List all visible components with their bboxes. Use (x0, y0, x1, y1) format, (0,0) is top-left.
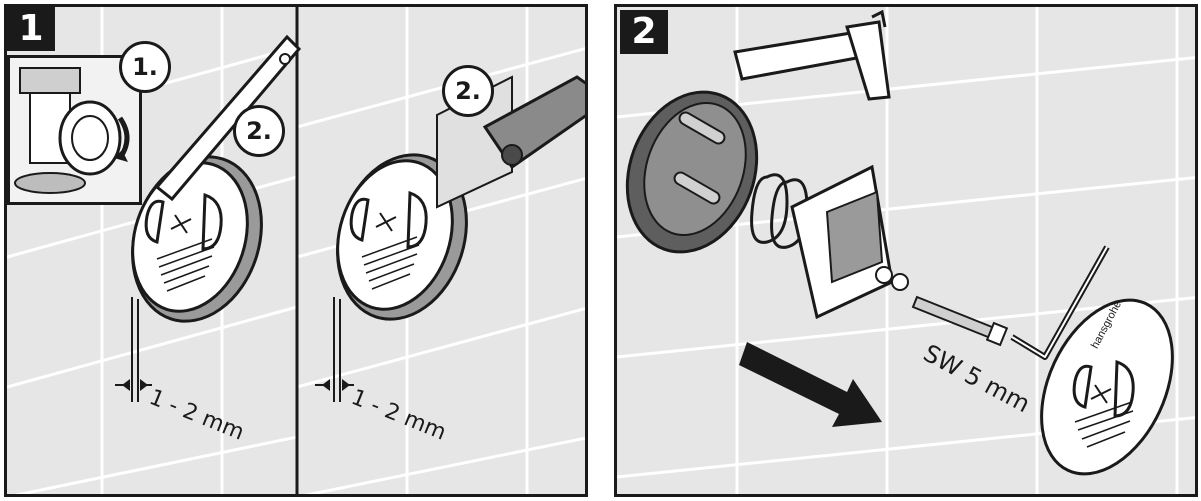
mounting-box (625, 90, 759, 254)
step-1-illustration (7, 7, 585, 494)
mounting-frame (790, 164, 909, 320)
step-number-badge: 1 (7, 7, 55, 51)
caulking-gun (733, 9, 891, 101)
installation-box-left (115, 34, 302, 402)
step-2-illustration (617, 7, 1195, 494)
seal-rings (750, 173, 809, 249)
installation-box-right (315, 75, 585, 402)
step-label-2-left: 2. (233, 105, 285, 157)
valve-detail-illustration (14, 67, 130, 194)
step-label-1: 1. (119, 41, 171, 93)
step-2-panel: 2 SW 5 mm hansgrohe (614, 4, 1198, 497)
cover-plate (1040, 298, 1174, 476)
step-label-2-right: 2. (442, 65, 494, 117)
direction-arrow (739, 342, 882, 427)
step-1-panel: 1 1. 2. 2. 1 - 2 mm 1 - 2 mm (4, 4, 588, 497)
screw (911, 295, 1009, 347)
step-number-badge: 2 (620, 10, 668, 54)
valve-detail-inset (7, 55, 142, 205)
